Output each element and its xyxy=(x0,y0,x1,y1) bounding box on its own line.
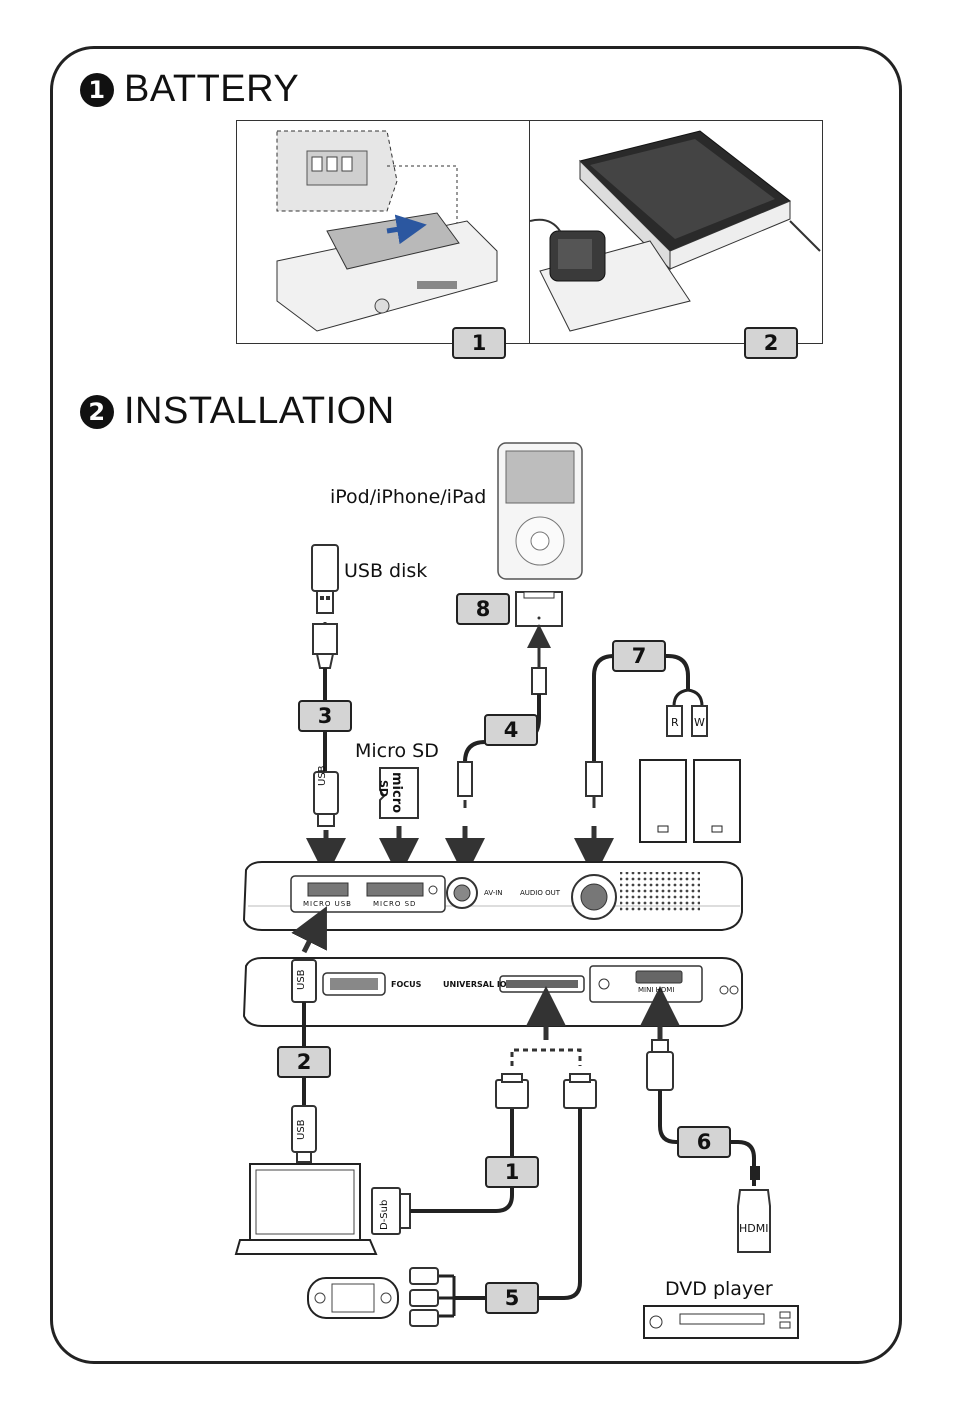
cable-5-badge: 5 xyxy=(485,1282,539,1314)
game-console-icon xyxy=(307,1277,399,1319)
focus-port-label: FOCUS xyxy=(391,980,422,989)
page-frame xyxy=(50,46,902,1364)
micro-sd-logo-micro: micro xyxy=(389,772,404,814)
battery-step-1-badge: 1 xyxy=(452,327,506,359)
mini-hdmi-port-label: MINI HDMI xyxy=(638,986,675,994)
battery-insert-illustration xyxy=(276,130,498,332)
cable-4-badge: 4 xyxy=(484,714,538,746)
cable-2-badge: 2 xyxy=(277,1046,331,1078)
micro-sd-card-icon xyxy=(379,767,419,819)
ipod-label: iPod/iPhone/iPad xyxy=(330,486,487,508)
micro-sd-port-label: MICRO SD xyxy=(373,900,417,908)
battery-title: BATTERY xyxy=(124,68,300,110)
battery-section-title: ❶1 BATTERY xyxy=(80,68,299,111)
cable-1-badge: 1 xyxy=(485,1156,539,1188)
projector-bottom xyxy=(242,957,743,1027)
installation-title: INSTALLATION xyxy=(124,390,395,432)
hdmi-connector-label: HDMI xyxy=(739,1222,769,1235)
projector-top xyxy=(242,861,743,931)
battery-step-2-badge: 2 xyxy=(744,327,798,359)
dock-adapter-icon xyxy=(515,591,563,627)
av-in-port-label: AV-IN xyxy=(484,889,503,897)
cable-8-badge: 8 xyxy=(456,593,510,625)
micro-sd-logo-sd: SD xyxy=(377,780,390,798)
battery-panel-2 xyxy=(529,120,823,344)
usb-connector-label-bottom: USB xyxy=(296,1119,307,1140)
audio-out-port-label: AUDIO OUT xyxy=(520,889,561,897)
rca-r-label: R xyxy=(671,716,679,729)
universal-io-port-label: UNIVERSAL IO xyxy=(443,980,507,989)
cable-7-badge: 7 xyxy=(612,640,666,672)
usb-disk-icon xyxy=(311,544,339,614)
micro-usb-port-label: MICRO USB xyxy=(303,900,352,908)
dvd-player-label: DVD player xyxy=(665,1278,773,1300)
usb-connector-label-mid: USB xyxy=(296,969,307,990)
cable-3-badge: 3 xyxy=(298,700,352,732)
speakers-icon xyxy=(639,759,741,843)
ipod-icon xyxy=(497,442,583,580)
laptop-icon xyxy=(234,1163,378,1255)
cable-6-badge: 6 xyxy=(677,1126,731,1158)
d-sub-connector-label: D-Sub xyxy=(379,1199,390,1230)
battery-number: ❶1 xyxy=(80,72,114,107)
installation-section-title: ❷2 INSTALLATION xyxy=(80,390,395,433)
micro-sd-label: Micro SD xyxy=(355,740,439,762)
usb-disk-label: USB disk xyxy=(344,560,428,582)
charging-illustration xyxy=(530,130,821,332)
installation-number: ❷2 xyxy=(80,394,114,429)
dvd-player-icon xyxy=(643,1305,799,1339)
usb-connector-label-top: USB xyxy=(317,765,328,786)
rca-w-label: W xyxy=(694,716,705,729)
